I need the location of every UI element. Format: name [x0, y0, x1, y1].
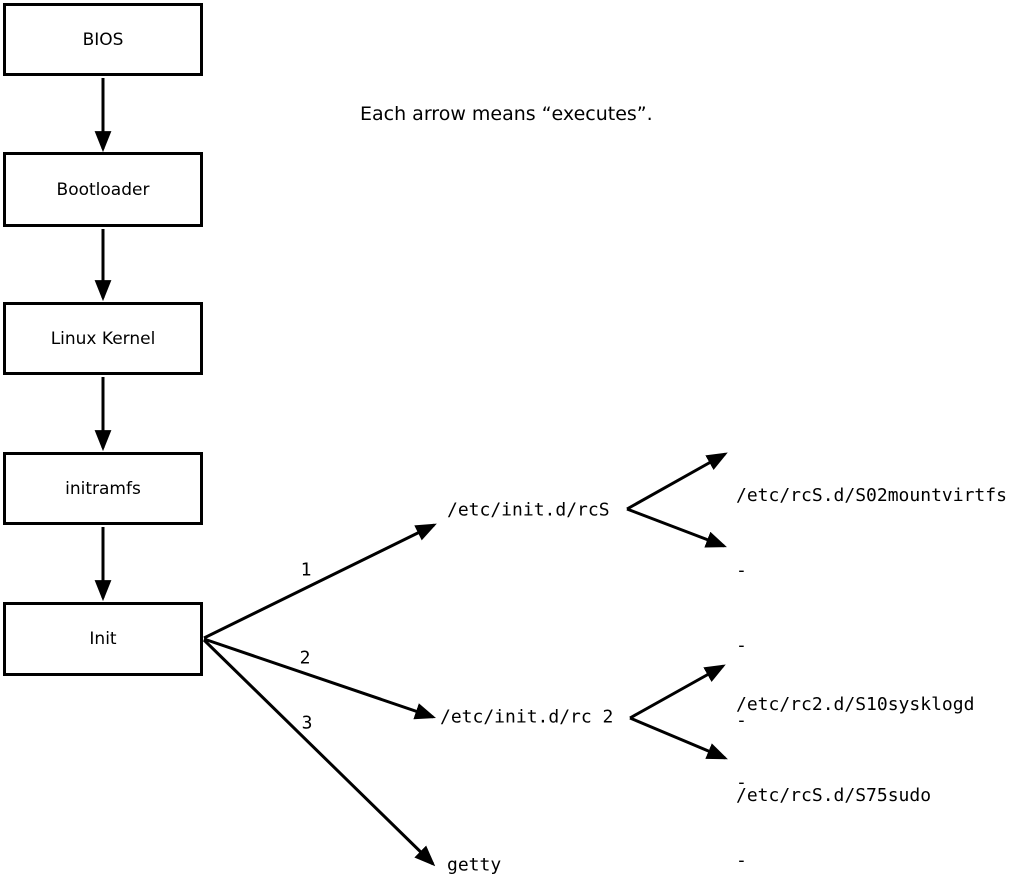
- arrow-init-to-getty: [202, 638, 436, 867]
- box-linux-kernel: Linux Kernel: [3, 302, 203, 375]
- box-initramfs: initramfs: [3, 452, 203, 525]
- edge-label-3: 3: [301, 712, 313, 734]
- box-init: Init: [3, 602, 203, 676]
- box-bios-label: BIOS: [82, 29, 124, 50]
- rc2-child-list: /etc/rc2.d/S10sysklogd - - - /etc/rc2.d/…: [736, 640, 974, 875]
- box-bios: BIOS: [3, 3, 203, 76]
- node-rc2: /etc/init.d/rc 2: [440, 706, 614, 728]
- edge-label-2: 2: [299, 647, 311, 669]
- list-item: /etc/rc2.d/S10sysklogd: [736, 694, 975, 715]
- list-item: -: [736, 560, 747, 581]
- box-linux-kernel-label: Linux Kernel: [50, 328, 156, 349]
- box-init-label: Init: [89, 629, 117, 649]
- node-rcs: /etc/init.d/rcS: [447, 499, 610, 521]
- arrow-rc2-to-s10sysklogd: [629, 664, 726, 720]
- list-item: -: [736, 635, 747, 656]
- list-item: -: [736, 772, 747, 793]
- edge-label-1: 1: [300, 559, 312, 581]
- arrow-rcs-to-s75sudo: [626, 507, 727, 548]
- arrow-rc2-to-s99gdm: [629, 716, 728, 760]
- rcs-child-list: /etc/rcS.d/S02mountvirtfs - - - /etc/rcS…: [736, 433, 1007, 858]
- list-item: -: [736, 850, 747, 871]
- box-bootloader: Bootloader: [3, 152, 203, 227]
- node-getty: getty: [447, 854, 502, 875]
- arrow-rcs-to-s02mountvirtfs: [626, 452, 728, 511]
- list-item: -: [736, 710, 747, 731]
- list-item: /etc/rcS.d/S02mountvirtfs: [736, 485, 1007, 506]
- list-item: /etc/rcS.d/S75sudo: [736, 785, 932, 806]
- arrow-init-to-rc2: [203, 637, 436, 720]
- arrow-init-to-rcs: [203, 523, 437, 640]
- box-bootloader-label: Bootloader: [56, 179, 150, 200]
- note-text: Each arrow means “executes”.: [360, 103, 653, 125]
- box-initramfs-label: initramfs: [65, 478, 141, 499]
